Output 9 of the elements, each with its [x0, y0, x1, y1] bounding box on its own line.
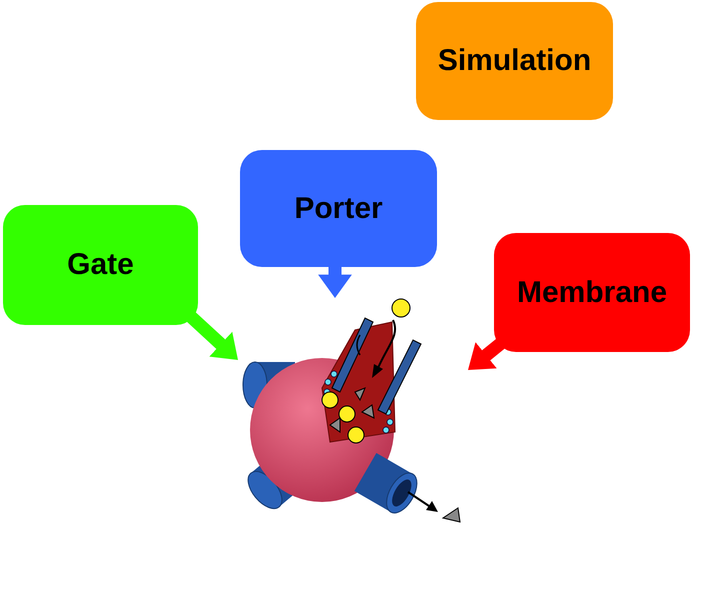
box-label: Gate	[67, 248, 134, 282]
label-box	[240, 150, 437, 267]
label-box	[494, 233, 690, 352]
box-label: Simulation	[438, 44, 592, 78]
box-label: Porter	[294, 192, 383, 226]
label-box	[3, 205, 198, 325]
box-label: Membrane	[516, 276, 668, 310]
arrow	[318, 267, 352, 298]
label-box	[416, 2, 613, 120]
